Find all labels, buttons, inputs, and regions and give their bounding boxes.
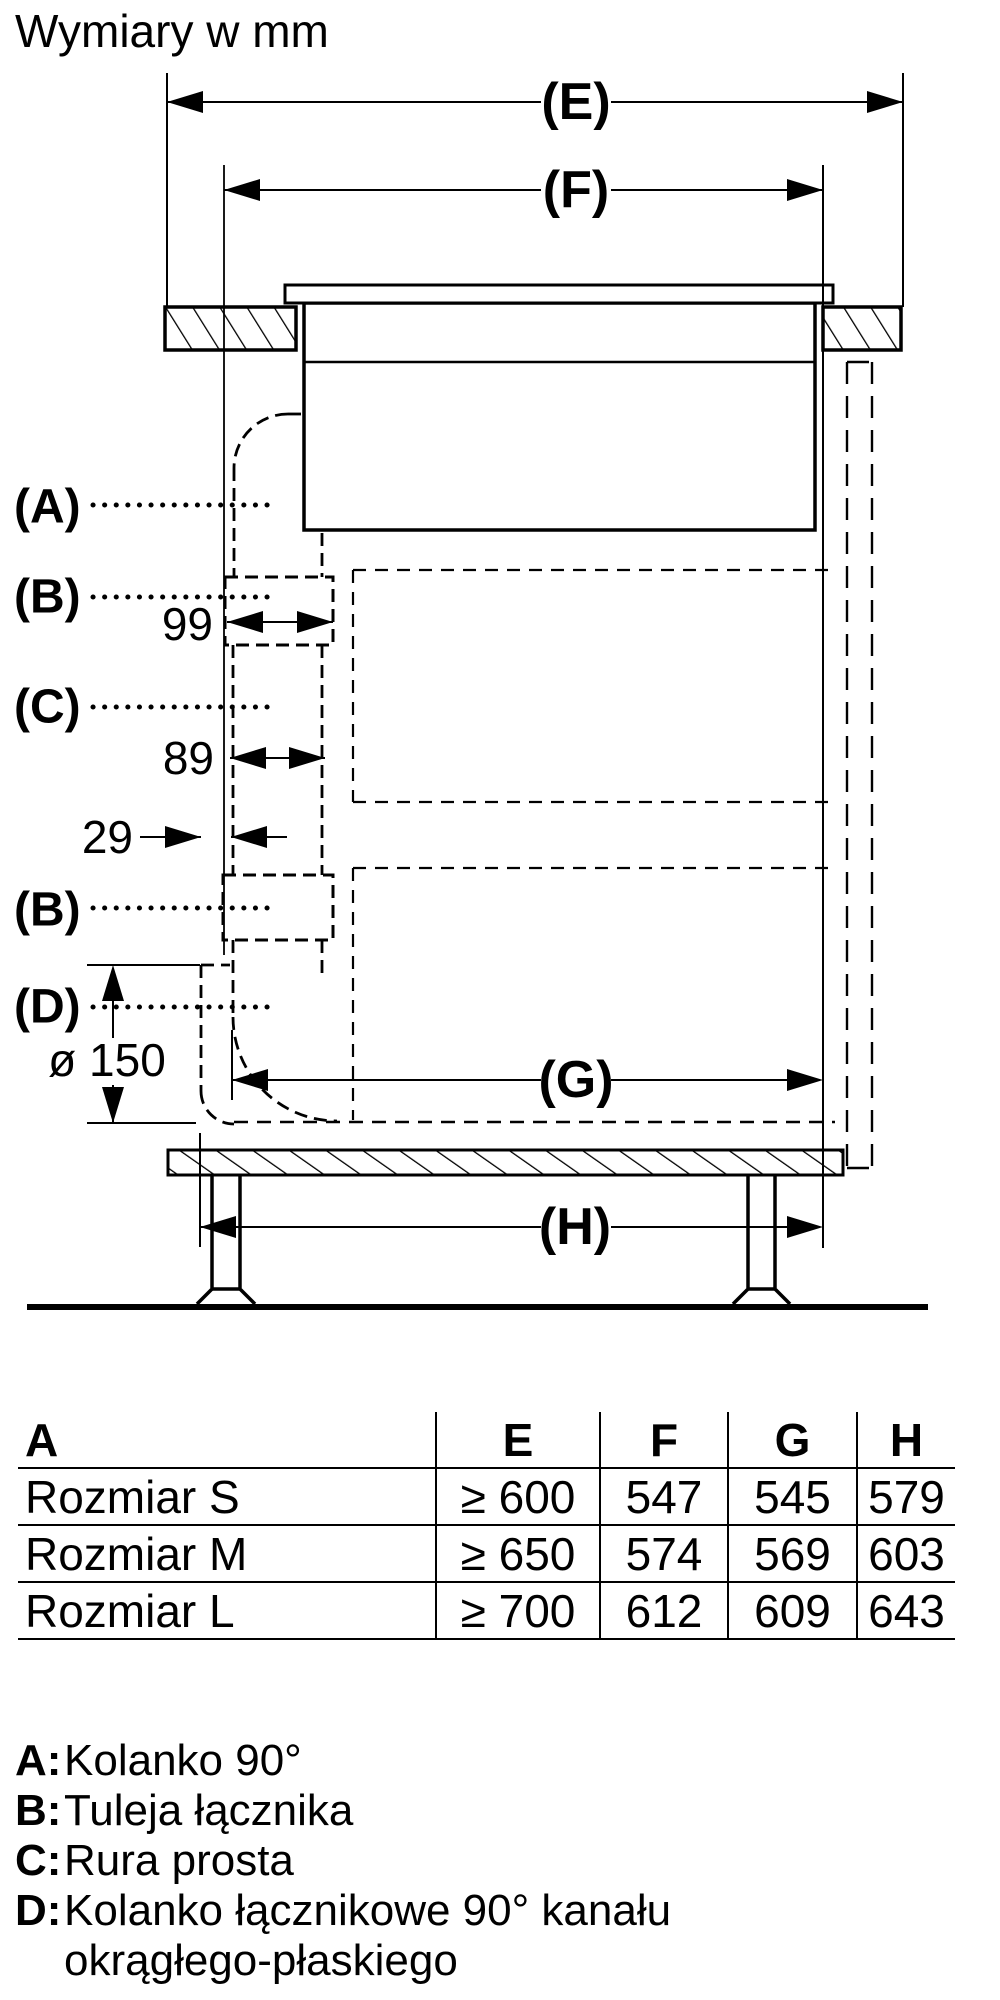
- table-col-header-h: H: [856, 1412, 955, 1469]
- legend-key: A:: [15, 1736, 62, 1785]
- dimension-diagram: (E) (F) (G) (H) (A) (B) (C) (B) (D) 99 8…: [14, 73, 928, 1310]
- cabinet-legs: [195, 1176, 792, 1306]
- extension-lines: [87, 73, 904, 1248]
- table-col-header-f: F: [599, 1412, 727, 1469]
- parts-legend: A: Kolanko 90° B: Tuleja łącznika C: Rur…: [15, 1736, 764, 1986]
- dimension-arrowheads: [102, 91, 903, 1238]
- table-cell: 643: [856, 1583, 955, 1640]
- legend-text: Kolanko 90°: [64, 1736, 302, 1785]
- legend-text: Rura prosta: [64, 1836, 294, 1885]
- table-cell: 609: [727, 1583, 856, 1640]
- legend-key: D:: [15, 1886, 62, 1935]
- table-corner-header: A: [18, 1412, 435, 1469]
- table-cell: 579: [856, 1469, 955, 1526]
- worktop-left-block: [163, 305, 298, 352]
- legend-key: C:: [15, 1836, 62, 1885]
- dim-label-g: (G): [538, 1051, 613, 1109]
- part-leader-lines: [90, 502, 275, 1010]
- legend-item-c: C: Rura prosta: [15, 1836, 764, 1886]
- legend-text: Kolanko łącznikowe 90° kanału okrągłego-…: [64, 1886, 672, 1985]
- table-cell: 603: [856, 1526, 955, 1583]
- cabinet-bottom-panel: [166, 1148, 845, 1177]
- elbow-a-outer-curve: [232, 412, 289, 469]
- measurement-diameter-150: ø 150: [48, 1034, 166, 1086]
- legend-text: Tuleja łącznika: [64, 1786, 354, 1835]
- sleeve-b-lower: [221, 873, 335, 942]
- dim-label-h: (H): [539, 1198, 611, 1256]
- dim-label-e: (E): [541, 73, 610, 131]
- hob-body: [302, 301, 817, 532]
- legend-item-d: D: Kolanko łącznikowe 90° kanału okrągłe…: [15, 1886, 764, 1986]
- table-row-label: Rozmiar M: [18, 1526, 435, 1583]
- part-label-a: (A): [14, 481, 81, 534]
- worktop-section: [163, 305, 903, 352]
- table-row-label: Rozmiar L: [18, 1583, 435, 1640]
- table-cell: ≥ 600: [435, 1469, 599, 1526]
- rear-duct-channel: [845, 360, 874, 1170]
- table-cell: 547: [599, 1469, 727, 1526]
- table-col-header-g: G: [727, 1412, 856, 1469]
- part-label-d: (D): [14, 981, 81, 1034]
- legend-item-a: A: Kolanko 90°: [15, 1736, 764, 1786]
- measurement-29: 29: [82, 811, 133, 863]
- measurement-89: 89: [163, 732, 214, 784]
- hob-glass-top: [283, 283, 835, 305]
- table-cell: ≥ 650: [435, 1526, 599, 1583]
- elbow-d-inner-curve: [231, 1016, 338, 1123]
- legend-key: B:: [15, 1786, 62, 1835]
- part-label-b-lower: (B): [14, 884, 81, 937]
- elbow-d-outer-curve: [199, 1090, 235, 1126]
- table-cell: 569: [727, 1526, 856, 1583]
- table-cell: 612: [599, 1583, 727, 1640]
- page-title: Wymiary w mm: [15, 5, 329, 57]
- table-cell: ≥ 700: [435, 1583, 599, 1640]
- hob-unit: [283, 283, 835, 532]
- part-label-c: (C): [14, 681, 81, 734]
- legend-item-b: B: Tuleja łącznika: [15, 1786, 764, 1836]
- measurement-99: 99: [162, 598, 213, 650]
- cabinet-interior-zones: [351, 568, 830, 1120]
- table-row-label: Rozmiar S: [18, 1469, 435, 1526]
- table-col-header-e: E: [435, 1412, 599, 1469]
- worktop-right-block: [821, 305, 903, 352]
- table-cell: 574: [599, 1526, 727, 1583]
- table-cell: 545: [727, 1469, 856, 1526]
- dim-label-f: (F): [543, 161, 609, 219]
- size-table: A E F G H Rozmiar S ≥ 600 547 545 579 Ro…: [18, 1412, 955, 1640]
- part-label-b-upper: (B): [14, 571, 81, 624]
- sleeve-b-upper: [223, 575, 335, 647]
